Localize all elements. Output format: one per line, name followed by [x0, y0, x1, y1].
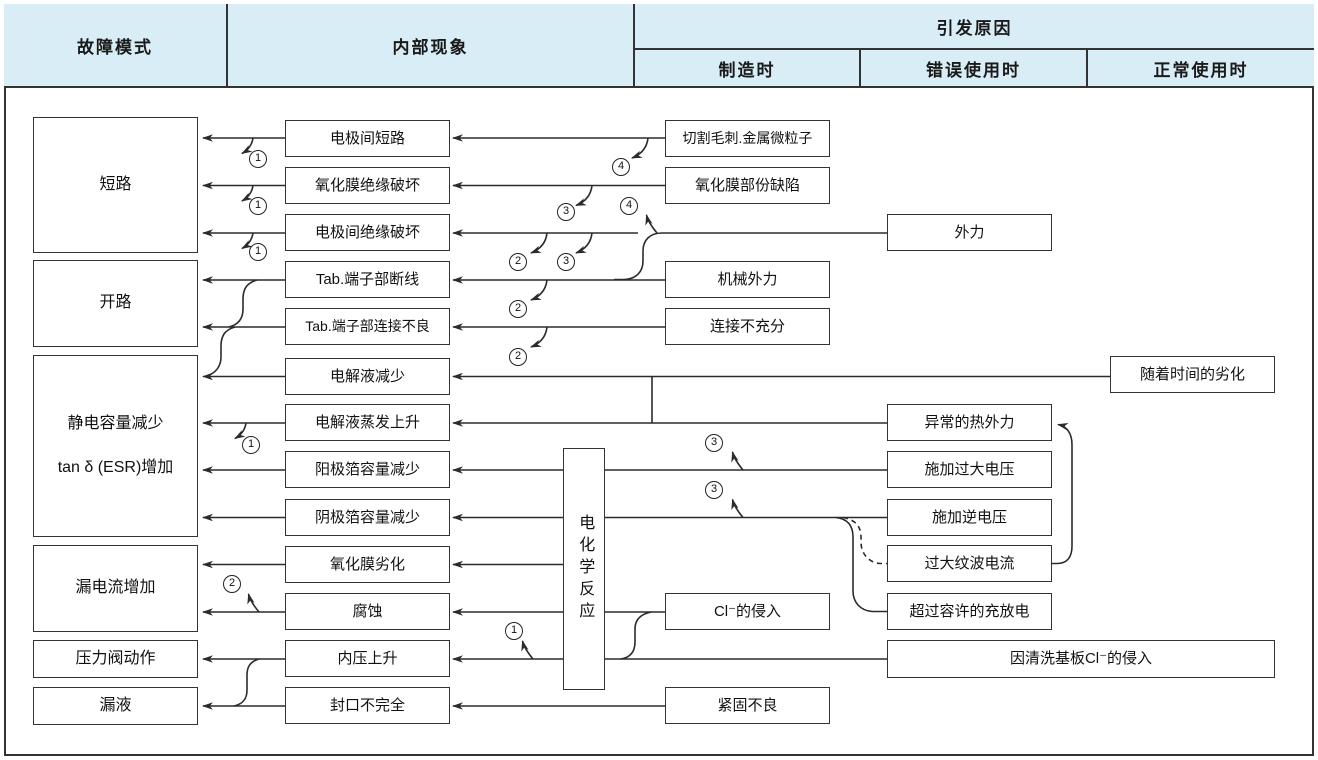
- box-reverse-voltage: 施加逆电压: [887, 499, 1052, 536]
- branch-ref1-up: [521, 640, 534, 660]
- ref-circle-2: 2: [509, 253, 527, 271]
- box-oxide-degradation: 氧化膜劣化: [285, 546, 450, 583]
- branch-ref1-d: [234, 422, 247, 440]
- box-oxide-partial-defect: 氧化膜部份缺陷: [665, 167, 830, 204]
- s-curve-row5-row6: [205, 326, 236, 377]
- box-short-circuit: 短路: [33, 117, 198, 253]
- box-cathode-foil-capacity: 阴极箔容量减少: [285, 499, 450, 536]
- box-excessive-ripple-current: 过大纹波电流: [887, 545, 1052, 582]
- s-curve-overcharge: [835, 516, 887, 613]
- branch-ref1-c: [241, 232, 254, 250]
- box-excessive-voltage: 施加过大电压: [887, 451, 1052, 488]
- ref-circle-1: 1: [249, 243, 267, 261]
- box-insufficient-connection: 连接不充分: [665, 308, 830, 345]
- ref-circle-3: 3: [705, 434, 723, 452]
- box-abnormal-thermal-force: 异常的热外力: [887, 404, 1052, 441]
- branch-ref1-a: [241, 137, 254, 155]
- ref-circle-2: 2: [223, 575, 241, 593]
- ref-circle-3: 3: [705, 481, 723, 499]
- branch-ref4-a: [631, 137, 649, 159]
- box-corrosion: 腐蚀: [285, 593, 450, 630]
- header-normal-use-label: 正常使用时: [1153, 60, 1249, 80]
- box-internal-pressure-rise: 内压上升: [285, 640, 450, 677]
- box-liquid-leak: 漏液: [33, 687, 198, 725]
- header-internal-phenomenon-label: 内部现象: [392, 37, 469, 57]
- header-internal-phenomenon: 内部现象: [228, 4, 635, 88]
- s-curve-corrosion-pressure: [620, 611, 652, 660]
- branch-ref3-a: [575, 185, 593, 207]
- ref-circle-2: 2: [509, 348, 527, 366]
- ref-circle-3: 3: [557, 203, 575, 221]
- box-tab-terminal-break: Tab.端子部断线: [285, 261, 450, 298]
- ref-circle-4: 4: [620, 197, 638, 215]
- s-curve-row4-row5: [228, 279, 258, 328]
- header-manufacturing: 制造时: [635, 50, 861, 88]
- box-open-circuit: 开路: [33, 260, 198, 347]
- s-curve-valve-leak: [233, 658, 260, 707]
- header-cause-label: 引发原因: [936, 18, 1013, 38]
- branch-ref4-up: [645, 214, 658, 234]
- box-cutting-burr-particles: 切割毛刺.金属微粒子: [665, 120, 830, 157]
- ref-circle-1: 1: [505, 622, 523, 640]
- s-curve-ripple-dashed: [842, 516, 887, 565]
- branch-ref2-c: [530, 326, 548, 348]
- box-leakage-current: 漏电流增加: [33, 545, 198, 632]
- box-excessive-charge-discharge: 超过容许的充放电: [887, 593, 1052, 630]
- box-chloride-intrusion: Cl⁻的侵入: [665, 593, 830, 630]
- box-poor-fastening: 紧固不良: [665, 687, 830, 724]
- ref-circle-3: 3: [557, 253, 575, 271]
- box-board-cleaning-chloride: 因清洗基板Cl⁻的侵入: [887, 640, 1275, 678]
- box-pressure-valve: 压力阀动作: [33, 640, 198, 678]
- ref-circle-4: 4: [612, 158, 630, 176]
- branch-ref2-up: [247, 593, 260, 613]
- box-electrochemical-reaction: 电化学反应: [563, 448, 605, 690]
- box-incomplete-seal: 封口不完全: [285, 687, 450, 724]
- header-normal-use: 正常使用时: [1088, 50, 1314, 88]
- header-misuse-label: 错误使用时: [926, 60, 1021, 80]
- loop-ripple-to-thermal: [1052, 423, 1073, 565]
- branch-ref1-b: [241, 185, 254, 202]
- box-capacitance-decrease: 静电容量减少 tan δ (ESR)增加: [33, 355, 198, 537]
- header-misuse: 错误使用时: [861, 50, 1088, 88]
- box-electrolyte-decrease: 电解液减少: [285, 358, 450, 395]
- box-anode-foil-capacity: 阳极箔容量减少: [285, 451, 450, 488]
- branch-ref3-b: [575, 232, 593, 254]
- ref-circle-1: 1: [249, 197, 267, 215]
- ref-circle-1: 1: [242, 436, 260, 454]
- header-failure-mode: 故障模式: [4, 4, 228, 88]
- box-aging-degradation: 随着时间的劣化: [1110, 356, 1275, 393]
- branch-ref2-a: [530, 232, 548, 254]
- branch-ref3-up-b: [731, 498, 744, 519]
- header-manufacturing-label: 制造时: [718, 60, 776, 80]
- box-electrode-insulation-breakdown: 电极间绝缘破坏: [285, 214, 450, 251]
- header-failure-mode-label: 故障模式: [77, 37, 153, 57]
- esr-increase-label: tan δ (ESR)增加: [57, 459, 174, 476]
- box-electrode-short: 电极间短路: [285, 120, 450, 157]
- box-oxide-insulation-breakdown: 氧化膜绝缘破坏: [285, 167, 450, 204]
- header-cause: 引发原因: [635, 4, 1314, 50]
- box-electrolyte-evaporation: 电解液蒸发上升: [285, 404, 450, 441]
- branch-ref2-b: [530, 279, 548, 301]
- box-mechanical-force: 机械外力: [665, 261, 830, 298]
- ref-circle-2: 2: [509, 300, 527, 318]
- connector-external-force: [614, 232, 887, 281]
- ref-circle-1: 1: [249, 150, 267, 168]
- capacitance-decrease-label: 静电容量减少: [67, 414, 164, 432]
- branch-ref3-up-a: [731, 451, 744, 471]
- box-tab-terminal-bad-connection: Tab.端子部连接不良: [285, 308, 450, 345]
- box-external-force: 外力: [887, 214, 1052, 251]
